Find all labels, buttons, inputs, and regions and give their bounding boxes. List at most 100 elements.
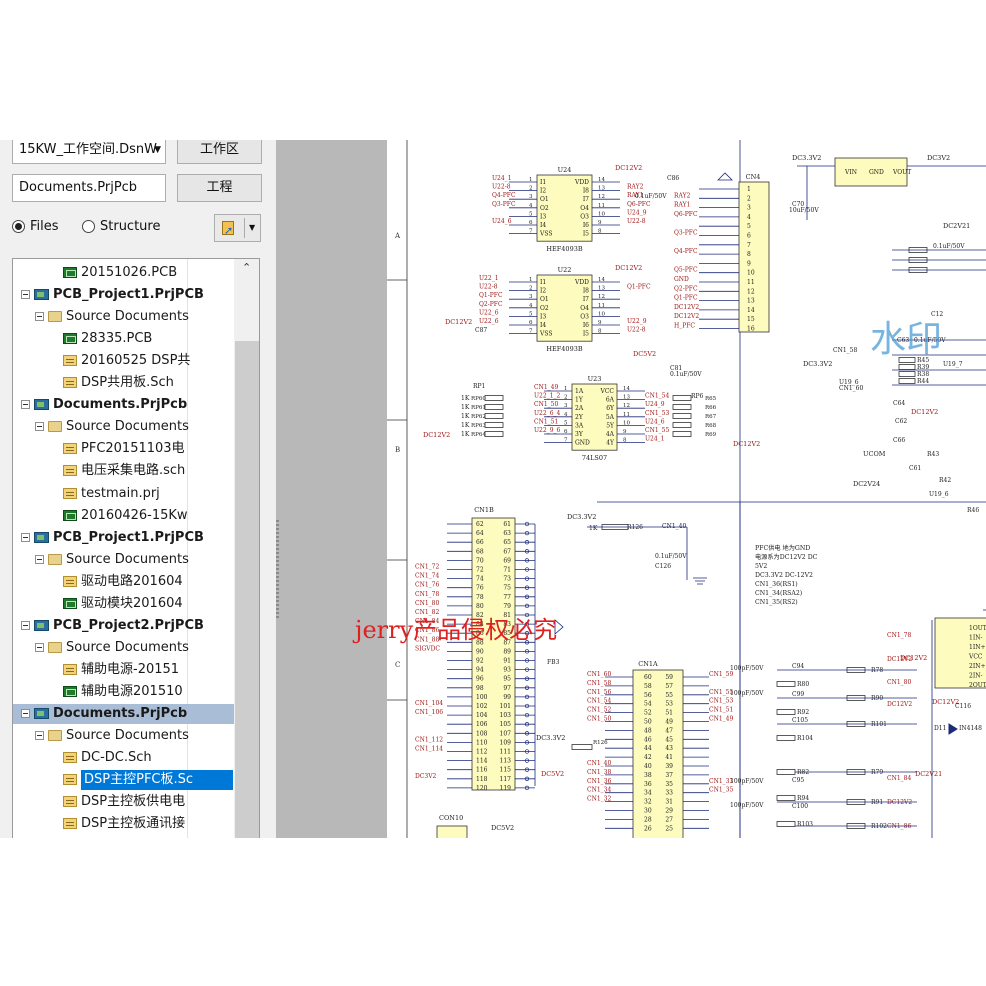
connector-body: [632, 669, 684, 838]
connector-body: [471, 517, 516, 791]
net-label: 99: [503, 694, 511, 701]
tree-document-item[interactable]: DSP主控板供电电: [63, 792, 185, 812]
net-label: R126: [593, 740, 608, 746]
tree-folder-item[interactable]: Source Documents: [35, 307, 189, 327]
tree-document-item[interactable]: 20160426-15Kw: [63, 506, 188, 526]
splitter-grip[interactable]: [276, 520, 279, 620]
collapse-toggle-icon[interactable]: [21, 290, 30, 300]
collapse-toggle-icon[interactable]: [35, 554, 44, 564]
net-label: I8: [583, 188, 589, 195]
collapse-toggle-icon[interactable]: [21, 709, 30, 718]
vertical-scrollbar[interactable]: ⌃: [234, 259, 259, 838]
net-label: 108: [476, 730, 488, 737]
tree-document-item[interactable]: 20151026.PCB: [63, 263, 177, 283]
tree-item-label: PCB_Project1.PrjPCB: [53, 287, 204, 303]
net-label: 1IN+: [969, 644, 985, 651]
tree-project-item[interactable]: PCB_Project1.PrjPCB: [21, 285, 204, 305]
net-label: 56: [644, 692, 652, 699]
project-options-button[interactable]: ➚ ▼: [214, 214, 261, 242]
collapse-toggle-icon[interactable]: [35, 312, 44, 322]
projects-panel: 15KW_工作空间.DsnW ▼ 工作区 Documents.PrjPcb 工程…: [0, 140, 276, 838]
net-label: 14: [598, 177, 605, 183]
panel-splitter[interactable]: [276, 140, 387, 838]
workspace-button[interactable]: 工作区: [177, 140, 262, 164]
files-radio[interactable]: Files: [12, 219, 59, 234]
collapse-toggle-icon[interactable]: [35, 642, 44, 652]
net-label: UCOM: [863, 450, 886, 458]
project-icon: [34, 399, 49, 411]
net-label: 14: [747, 307, 755, 314]
net-label: Q3-PFC: [674, 230, 698, 237]
tree-document-item[interactable]: 驱动模块201604: [63, 594, 183, 614]
net-label: Q3-PFC: [492, 201, 516, 208]
net-label: RAY1: [674, 202, 690, 209]
tree-document-item[interactable]: 电压采集电路.sch: [63, 461, 185, 481]
net-label: 14: [623, 386, 630, 392]
net-label: 13: [598, 286, 605, 292]
net-label: C87: [475, 327, 487, 334]
tree-document-item[interactable]: DSP主控板通讯接: [63, 814, 185, 834]
net-label: 48: [644, 727, 652, 734]
net-label: CN1_40: [587, 760, 611, 767]
collapse-toggle-icon[interactable]: [21, 620, 30, 630]
tree-document-item[interactable]: PFC20151103电: [63, 439, 185, 459]
net-label: CN1_76: [415, 582, 439, 589]
tree-folder-item[interactable]: Source Documents: [35, 726, 189, 746]
net-label: CN1_51: [534, 418, 558, 425]
schematic-document-icon: [63, 487, 77, 499]
tree-folder-item[interactable]: Source Documents: [35, 417, 189, 437]
pin-marker: [524, 731, 530, 736]
tree-document-item[interactable]: DSP共用板.Sch: [63, 373, 174, 393]
collapse-toggle-icon[interactable]: [21, 532, 30, 542]
net-label: 8: [598, 329, 602, 335]
tree-folder-item[interactable]: Source Documents: [35, 638, 189, 658]
net-label: CN1_86: [887, 823, 911, 830]
net-label: 7: [529, 229, 533, 235]
schematic-document-icon: [63, 663, 77, 675]
pcb-document-icon: [63, 509, 77, 521]
tree-project-item[interactable]: Documents.PrjPcb: [13, 704, 241, 724]
tree-folder-item[interactable]: Source Documents: [35, 550, 189, 570]
tree-item-label: Source Documents: [66, 728, 189, 744]
tree-document-item[interactable]: DSP主控PFC板.Sc: [63, 770, 233, 791]
net-label: O1: [540, 196, 549, 203]
net-label: 51: [665, 710, 673, 717]
net-label: U22-8: [479, 284, 498, 291]
net-label: CN1_84: [887, 775, 911, 782]
tree-item-label: DSP主控板通讯接: [81, 816, 186, 832]
project-button[interactable]: 工程: [177, 174, 262, 202]
scrollbar-thumb[interactable]: [235, 341, 259, 838]
chevron-up-icon[interactable]: ⌃: [242, 261, 252, 274]
net-label: 50: [644, 719, 652, 726]
tree-document-item[interactable]: 驱动电路201604: [63, 572, 183, 592]
folder-icon: [48, 553, 62, 565]
tree-document-item[interactable]: 辅助电源-20151: [63, 660, 179, 680]
ic-body: [571, 383, 618, 451]
tree-document-item[interactable]: 28335.PCB: [63, 329, 152, 349]
pin-marker: [524, 658, 530, 663]
tree-project-item[interactable]: PCB_Project2.PrjPCB: [21, 616, 204, 636]
regulator-body: [834, 157, 908, 187]
net-label: 3: [747, 205, 751, 212]
collapse-toggle-icon[interactable]: [21, 400, 30, 410]
net-label: 15: [747, 316, 755, 323]
workspace-dropdown[interactable]: 15KW_工作空间.DsnW ▼: [12, 140, 166, 164]
pin-marker: [524, 631, 530, 636]
collapse-toggle-icon[interactable]: [35, 422, 44, 432]
tree-document-item[interactable]: 20160525 DSP共: [63, 351, 190, 371]
collapse-toggle-icon[interactable]: [35, 731, 44, 741]
project-field[interactable]: Documents.PrjPcb: [12, 174, 166, 202]
net-label: 81: [503, 612, 511, 619]
pin-marker: [524, 558, 530, 563]
split-divider: [244, 218, 245, 238]
tree-project-item[interactable]: Documents.PrjPcb: [21, 395, 187, 415]
tree-document-item[interactable]: testmain.prj: [63, 484, 160, 504]
tree-document-item[interactable]: 辅助电源201510: [63, 682, 183, 702]
net-label: 4: [529, 303, 533, 309]
structure-radio[interactable]: Structure: [82, 219, 160, 234]
net-label: R102: [871, 823, 887, 830]
tree-document-item[interactable]: DC-DC.Sch: [63, 748, 152, 768]
tree-project-item[interactable]: PCB_Project1.PrjPCB: [21, 528, 204, 548]
